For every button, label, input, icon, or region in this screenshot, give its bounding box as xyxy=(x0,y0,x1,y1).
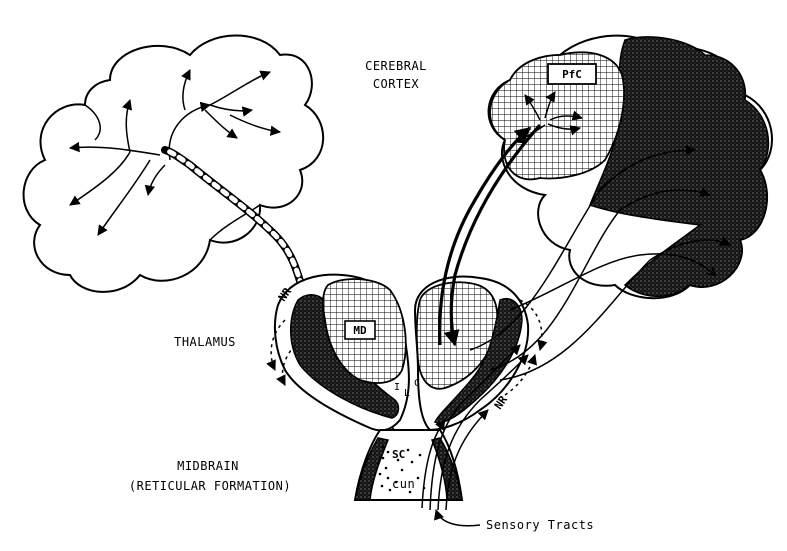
pfc-to-thalamus-thick xyxy=(443,123,542,347)
left-reticular-dotted-arrows xyxy=(266,319,296,386)
right-cortex-dark-region xyxy=(589,36,770,298)
midbrain-left-dark xyxy=(354,437,390,501)
right-thalamus-dark-band xyxy=(433,298,523,424)
pfc-label: PfC xyxy=(562,68,582,81)
cerebral-cortex-label-1: CEREBRAL xyxy=(365,59,427,73)
left-cortex-lobe-line-2 xyxy=(209,204,261,241)
cun-label: cun xyxy=(392,477,415,491)
midbrain-label-1: MIDBRAIN xyxy=(177,459,239,473)
midbrain-label-2: (RETICULAR FORMATION) xyxy=(129,479,291,493)
left-cortex-outline xyxy=(22,34,325,293)
thalamus-label: THALAMUS xyxy=(174,335,236,349)
sensory-tracts-pointer xyxy=(434,509,481,527)
sc-label: SC xyxy=(392,448,405,461)
cerebral-cortex-label-2: CORTEX xyxy=(373,77,420,91)
ilc-label-c: C xyxy=(414,378,420,389)
right-reticular-dotted-arrows xyxy=(504,299,548,396)
sensory-tract-lines xyxy=(421,344,529,511)
ilc-label-i: I xyxy=(394,382,400,393)
ilc-label-l: L xyxy=(404,388,410,399)
ascending-to-right-cortex xyxy=(469,144,731,381)
left-cortex-lobe-line xyxy=(84,104,101,141)
midbrain-right-dark xyxy=(430,437,463,501)
sensory-tracts-label: Sensory Tracts xyxy=(486,518,594,532)
md-label-box xyxy=(344,320,376,340)
thalamus-to-pfc-thick xyxy=(438,126,532,346)
midbrain-dotted-nuclei xyxy=(376,445,426,494)
pfc-label-box xyxy=(547,63,597,85)
thalamocortical-tube-inner xyxy=(162,147,403,443)
md-label: MD xyxy=(353,324,367,337)
